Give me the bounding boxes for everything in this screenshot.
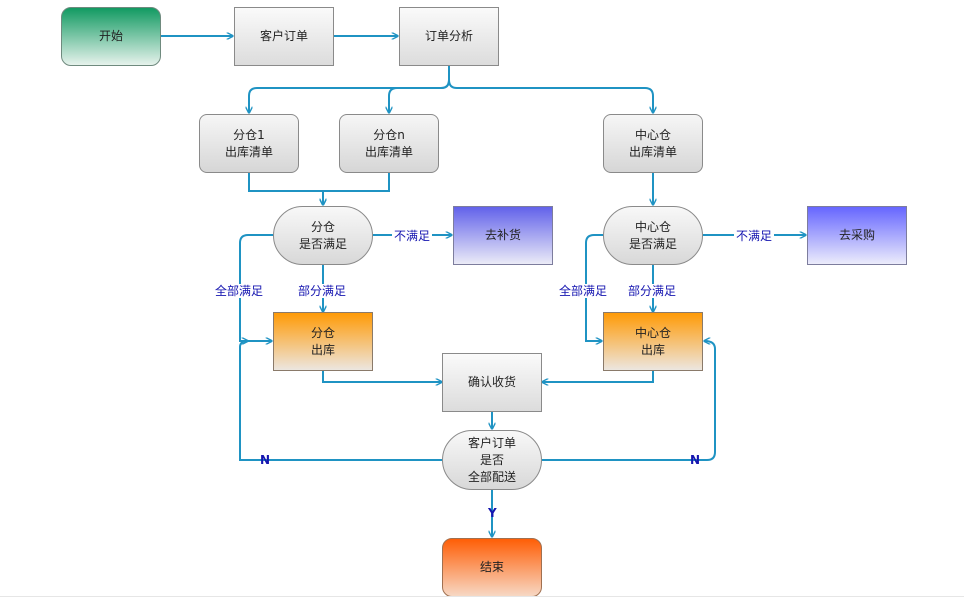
- label-branch-not-met: 不满足: [392, 229, 433, 243]
- edge-center-out-to-confirm: [542, 371, 654, 382]
- label-no-left: N: [260, 453, 271, 467]
- label-branch-part-met: 部分满足: [296, 284, 349, 298]
- edge-no-right-loop: [542, 341, 716, 461]
- start-node: 开始: [61, 7, 161, 66]
- center-check-decision: 中心仓 是否满足: [603, 206, 703, 265]
- order-analysis-node: 订单分析: [399, 7, 499, 66]
- branchn-list-node: 分仓n 出库清单: [339, 114, 439, 173]
- label-center-not-met: 不满足: [734, 229, 775, 243]
- edge-analysis-to-center: [448, 66, 653, 113]
- confirm-receipt-node: 确认收货: [442, 353, 542, 412]
- center-list-node: 中心仓 出库清单: [603, 114, 703, 173]
- label-branch-all-met: 全部满足: [213, 284, 266, 298]
- customer-order-node: 客户订单: [234, 7, 334, 66]
- bottom-divider: [0, 596, 964, 597]
- edge-branch-out-to-confirm: [322, 371, 442, 382]
- label-center-all-met: 全部满足: [557, 284, 610, 298]
- branch-check-decision: 分仓 是否满足: [273, 206, 373, 265]
- edge-analysis-to-branchn: [389, 66, 450, 113]
- branch1-list-node: 分仓1 出库清单: [199, 114, 299, 173]
- edge-branchn-to-check: [323, 173, 390, 205]
- label-center-part-met: 部分满足: [626, 284, 679, 298]
- replenish-node: 去补货: [453, 206, 553, 265]
- edge-branch1-to-check: [248, 173, 323, 205]
- center-out-node: 中心仓 出库: [603, 312, 703, 371]
- edge-center-all-met: [585, 234, 603, 341]
- branch-out-node: 分仓 出库: [273, 312, 373, 371]
- edge-no-left-loop: [239, 341, 442, 461]
- end-node: 结束: [442, 538, 542, 597]
- purchase-node: 去采购: [807, 206, 907, 265]
- label-no-right: N: [690, 453, 701, 467]
- all-delivered-decision: 客户订单 是否 全部配送: [442, 430, 542, 490]
- edge-analysis-to-branch1: [249, 66, 450, 113]
- edge-branch-all-met: [239, 234, 273, 341]
- label-yes: Y: [488, 506, 497, 520]
